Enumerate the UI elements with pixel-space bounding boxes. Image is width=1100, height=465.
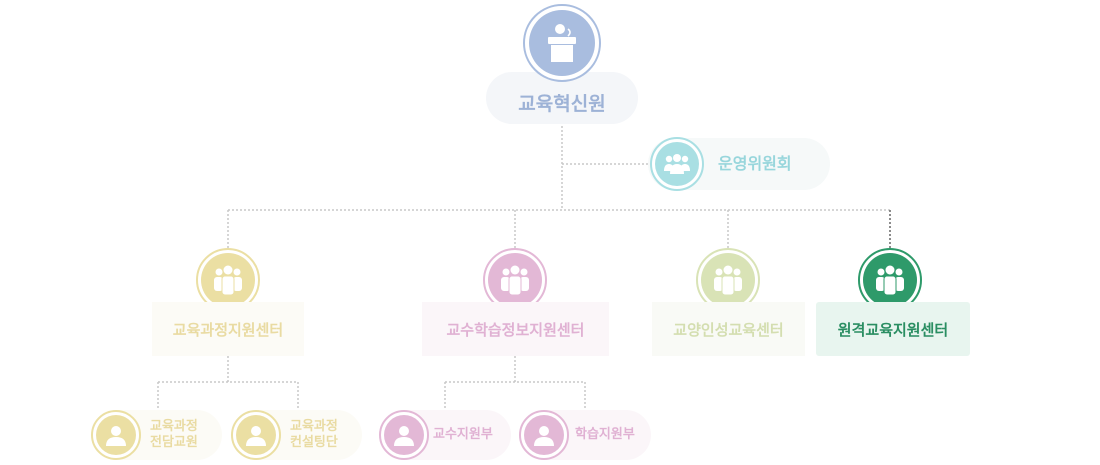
sub-curriculum-2[interactable]: 교육과정 컨설팅단 [231,410,362,460]
node-committee[interactable]: 운영위원회 [648,137,830,191]
curriculum-2-line1: 교육과정 [290,419,338,434]
committee-circle [650,137,704,191]
teaching-1-label: 교수지원부 [433,427,493,442]
head-label: 교육혁신원 [518,92,606,115]
group-icon [714,265,742,296]
person-icon [394,426,414,446]
committee-label: 운영위원회 [718,154,792,173]
curriculum-1-line1: 교육과정 [150,419,198,434]
curriculum-label: 교육과정지원센터 [152,302,304,356]
person-icon [534,426,554,446]
curriculum-circle [196,248,260,312]
head-circle [523,4,601,82]
sub-teaching-1[interactable]: 교수지원부 [379,410,511,460]
teaching-2-circle [519,410,569,460]
teaching-2-label: 학습지원부 [575,427,635,442]
liberal-label: 교양인성교육센터 [652,302,805,356]
curriculum-2-line2: 컨설팅단 [290,435,338,450]
teaching-1-circle [379,410,429,460]
liberal-circle [696,248,760,312]
person-icon [246,426,266,446]
group-icon [876,265,904,296]
curriculum-1-circle [91,410,141,460]
group-icon [664,154,690,174]
podium-icon [548,24,576,62]
teaching-circle [483,248,547,312]
curriculum-2-circle [231,410,281,460]
remote-label: 원격교육지원센터 [816,302,970,356]
remote-circle [858,248,922,312]
sub-curriculum-1[interactable]: 교육과정 전담교원 [91,410,222,460]
curriculum-1-line2: 전담교원 [150,435,198,450]
sub-teaching-2[interactable]: 학습지원부 [519,410,651,460]
group-icon [501,265,529,296]
teaching-label: 교수학습정보지원센터 [422,302,609,356]
group-icon [214,265,242,296]
person-icon [106,426,126,446]
